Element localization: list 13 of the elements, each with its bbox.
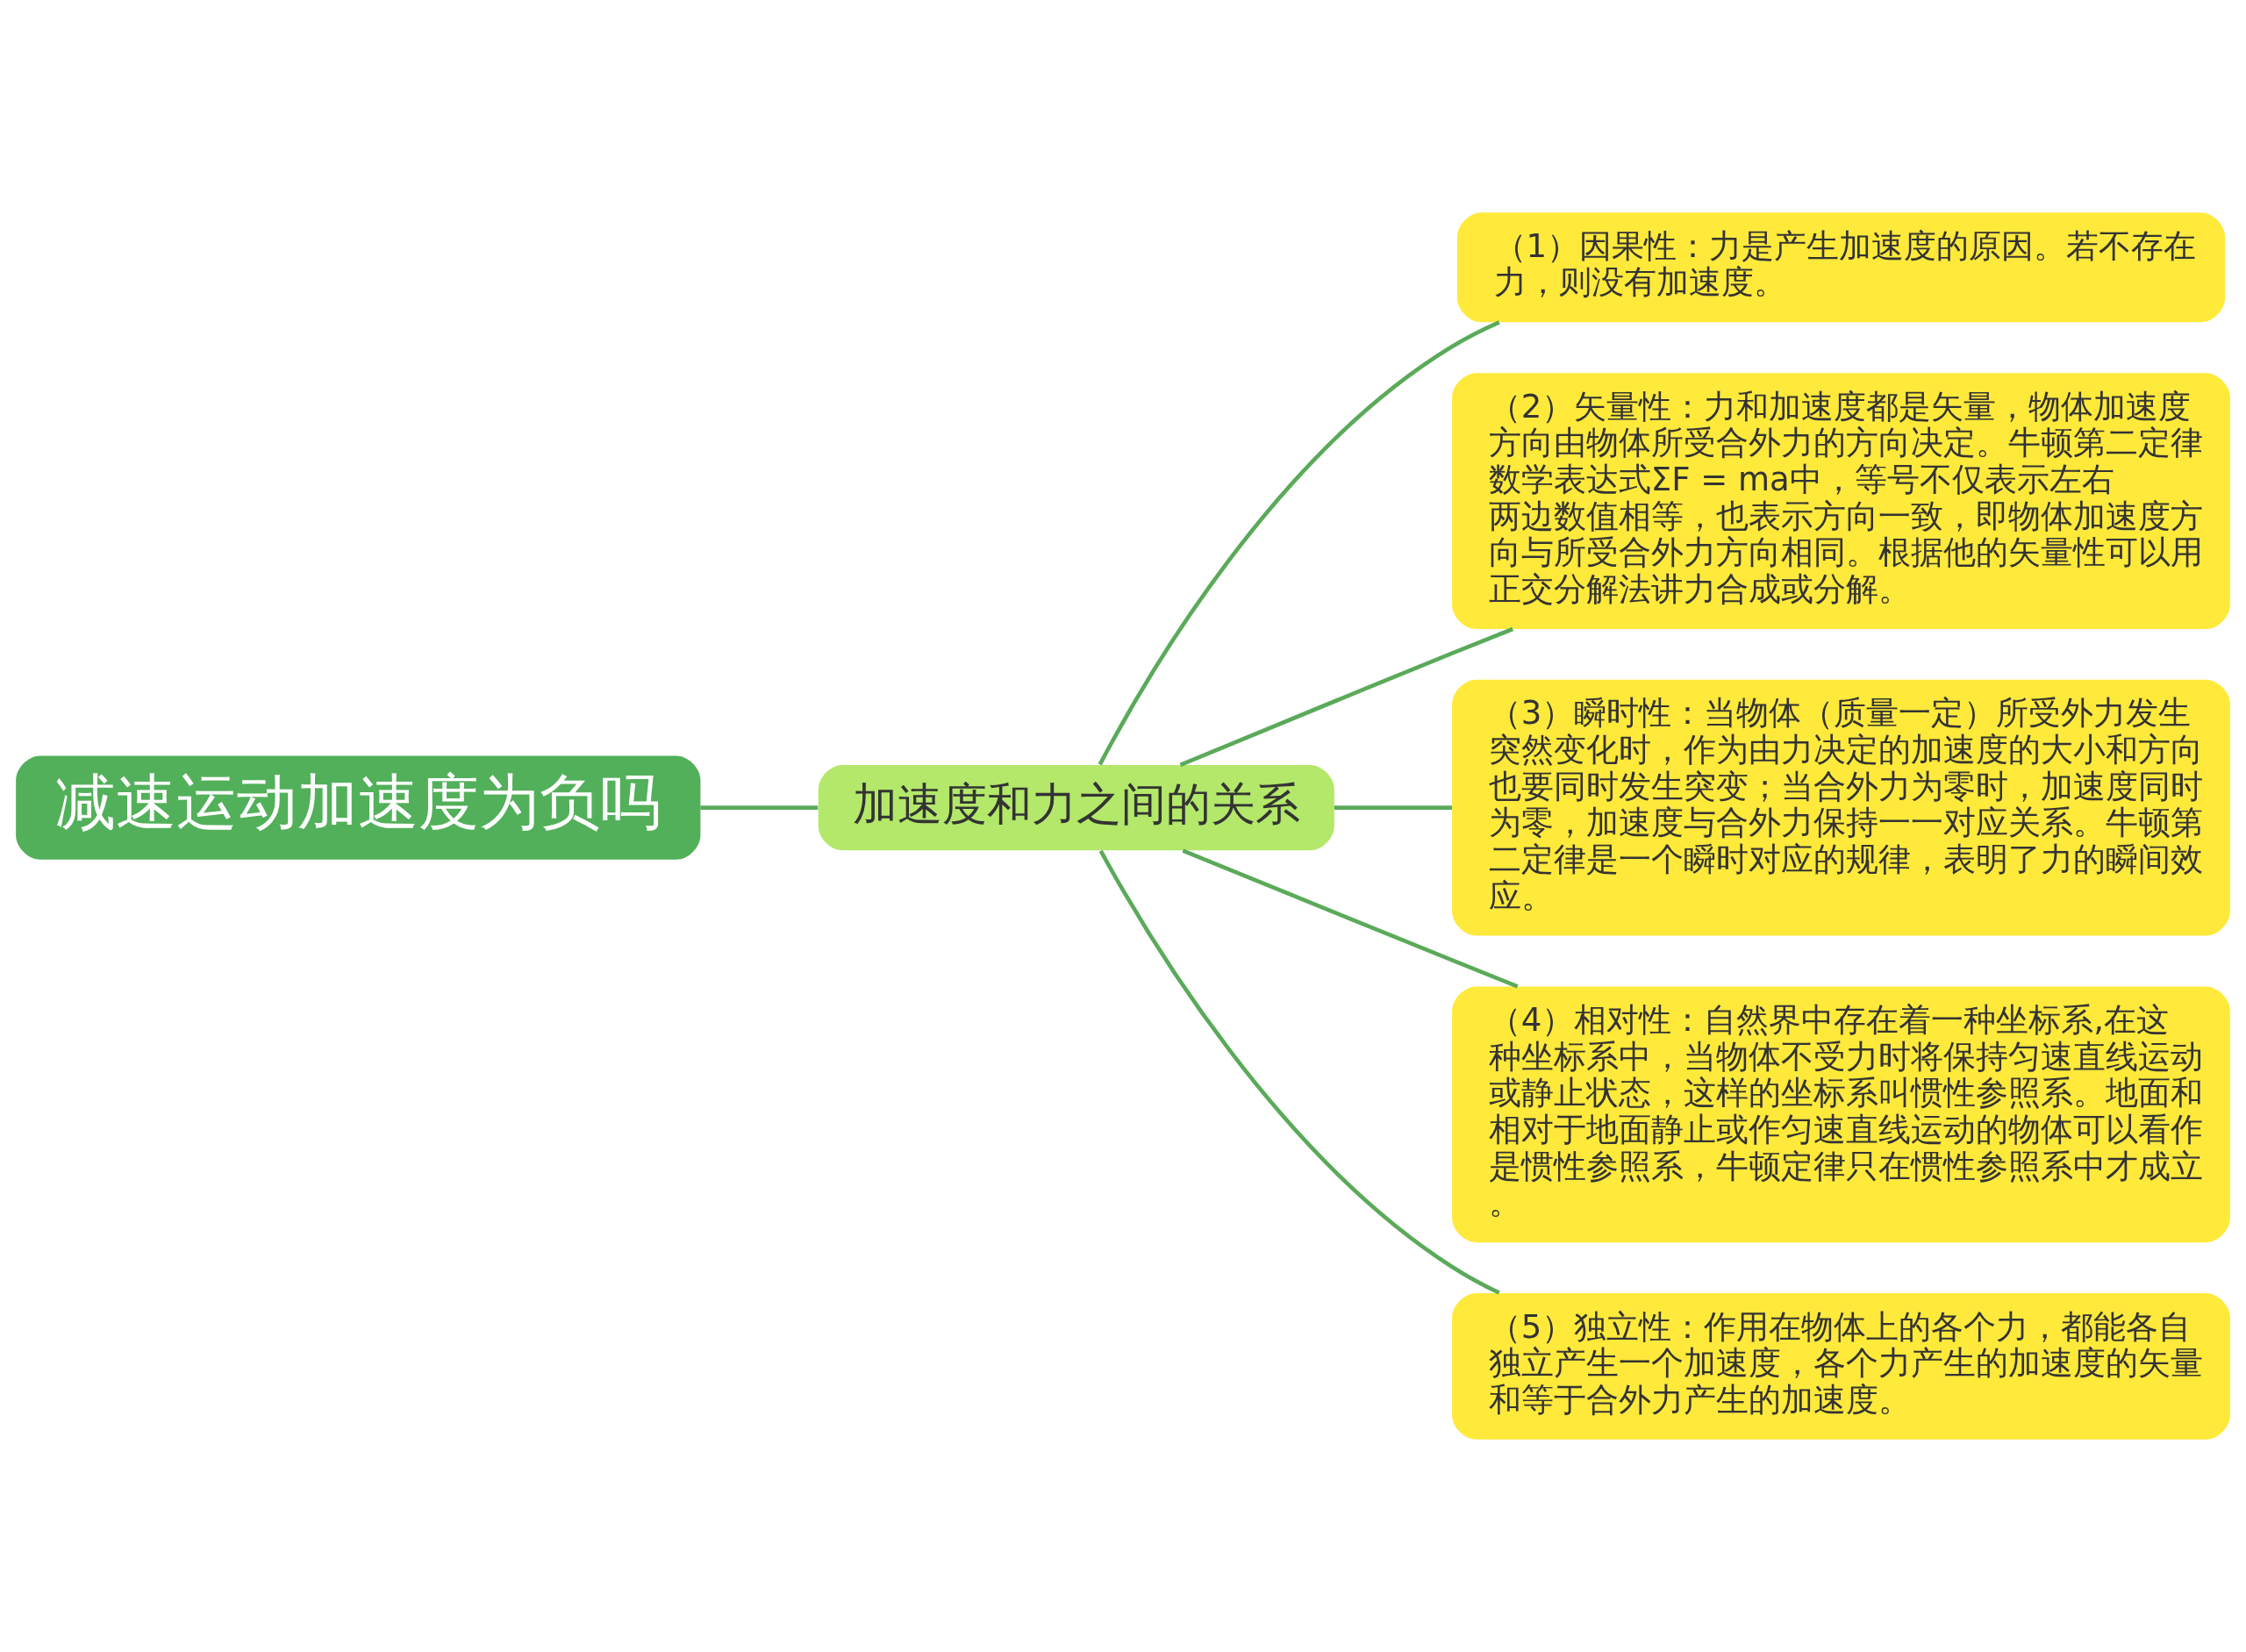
node-box: 加速度和力之间的关系 [818,765,1334,851]
node-box: （3）瞬时性：当物体（质量一定）所受外力发生突然变化时，作为由力决定的加速度的大小和方向也要同时发生突变；当合外力为零时，加速度同时为零，加速度与合外力保持一一对应关系。牛顿第二定律是一个瞬时对应的规律，表明了力的瞬间效应。 [1452,679,2230,936]
connector [1334,805,1452,810]
connector [1098,320,1500,766]
node-box: （5）独立性：作用在物体上的各个力，都能各自独立产生一个加速度，各个力产生的加速度的矢量和等于合外力产生的加速度。 [1452,1293,2230,1440]
connector [1098,849,1500,1295]
node-box: 减速运动加速度为负吗 [16,755,701,860]
node-box: （2）矢量性：力和加速度都是矢量，物体加速度方向由物体所受合外力的方向决定。牛顿第二定律数学表达式ΣF = ma中，等号不仅表示左右两边数值相等，也表示方向一致，即物体加速度方向与所受合外力方向相同。根据他的矢量性可以用正交分解法讲力合成或分解。 [1452,373,2230,629]
node-box: （1）因果性：力是产生加速度的原因。若不存在力，则没有加速度。 [1456,212,2226,323]
connector [1179,626,1514,768]
connector [1182,848,1519,989]
node-box: （4）相对性：自然界中存在着一种坐标系,在这种坐标系中，当物体不受力时将保持匀速直线运动或静止状态，这样的坐标系叫惯性参照系。地面和相对于地面静止或作匀速直线运动的物体可以看作是惯性参照系，牛顿定律只在惯性参照系中才成立。 [1452,986,2230,1243]
connector [700,805,819,810]
